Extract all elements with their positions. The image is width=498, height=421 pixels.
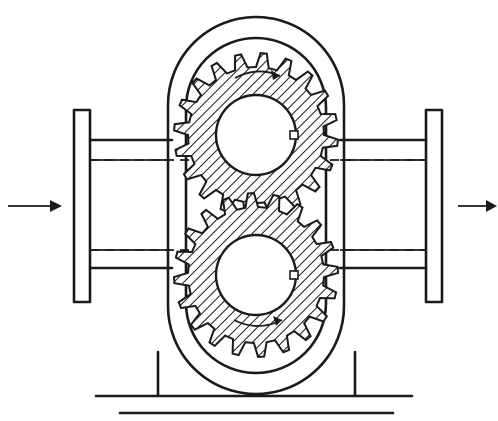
outlet-arrow-icon bbox=[458, 200, 497, 212]
lower-gear-shaft-bore bbox=[214, 233, 298, 317]
housing-inner bbox=[184, 36, 328, 375]
gear-group bbox=[172, 52, 340, 359]
base-support bbox=[94, 350, 414, 415]
inlet-flange bbox=[72, 108, 174, 304]
lower-gear-keyway bbox=[289, 270, 299, 280]
rotation-arrow-icon bbox=[233, 70, 283, 327]
upper-gear-shaft-bore bbox=[214, 93, 298, 177]
housing-outer bbox=[166, 15, 346, 396]
outlet-flange bbox=[338, 108, 444, 304]
upper-gear-keyway bbox=[289, 130, 299, 140]
inlet-arrow-icon bbox=[8, 200, 62, 212]
